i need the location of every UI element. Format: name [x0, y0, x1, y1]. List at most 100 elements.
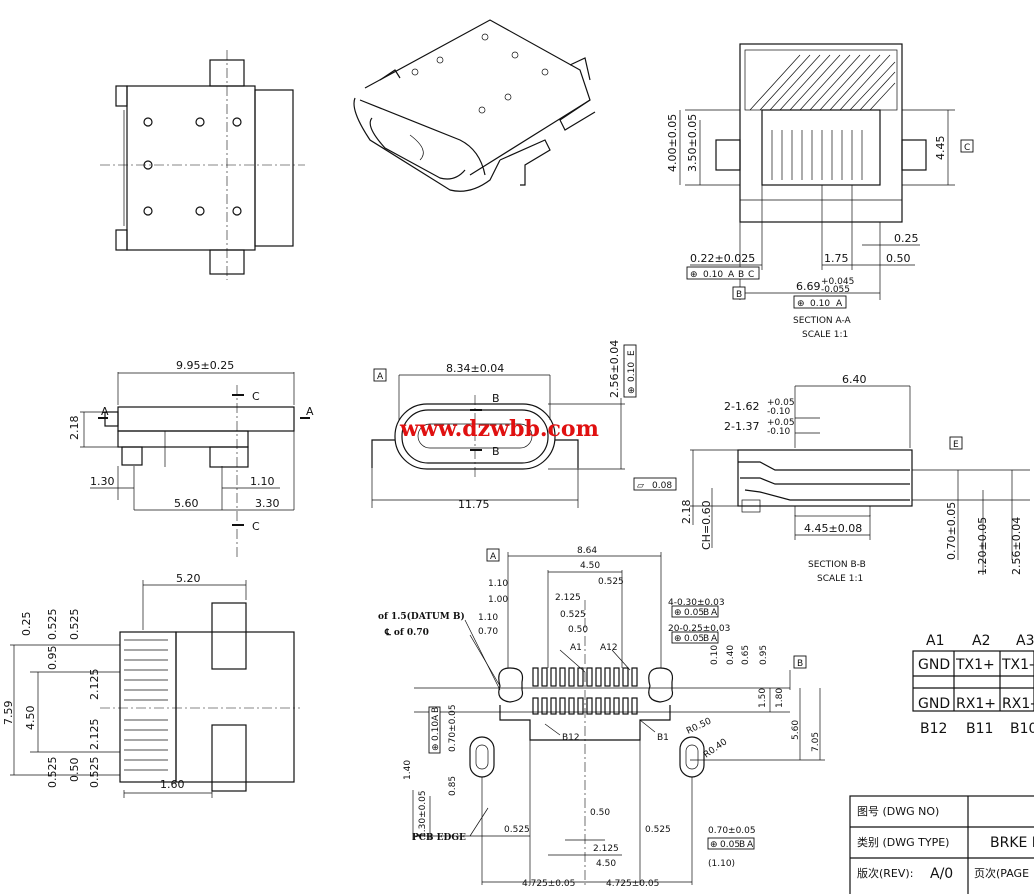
dim-3-30: 3.30 [255, 497, 280, 510]
datum-note-1: of 1.5(DATUM B) [378, 611, 465, 622]
dim-p-0-65: 0.65 [741, 645, 751, 665]
section-aa-scale: SCALE 1:1 [802, 330, 848, 340]
pin-table-footer-3: B10 [1010, 721, 1034, 737]
dim-p-1-40: 1.40 [403, 760, 413, 780]
dim-2-56: 2.56±0.04 [608, 340, 621, 398]
fcf-pcb1-d2: A [711, 608, 718, 618]
dim-p-1-10c: (1.10) [708, 859, 735, 869]
pin-table-r1-3: TX1- [1001, 657, 1034, 673]
dim-p-4-50b: 4.50 [596, 859, 616, 869]
datum-c-aa: C [964, 143, 970, 153]
dwg-type-value: BRKE D [990, 835, 1034, 851]
fcf-pcb3-box [428, 706, 441, 754]
fcf-pcb4-box [707, 837, 755, 850]
dim-p-4-0-30: 4-0.30±0.03 [668, 598, 725, 608]
dim-11-75: 11.75 [458, 498, 490, 511]
datum-a-pcb: A [490, 552, 497, 562]
dim-4-45: 4.45 [934, 136, 947, 161]
pin-table-r1-1: GND [918, 657, 950, 673]
dim-0-22: 0.22±0.025 [690, 252, 755, 265]
side-view-bottom [10, 580, 300, 798]
dim-8-34: 8.34±0.04 [446, 362, 504, 375]
fcf-pcb2-d1: B [703, 634, 709, 644]
dim-p-1-00: 1.00 [488, 595, 508, 605]
pin-table-header-1: A1 [926, 633, 944, 649]
dim-p-1-10a: 1.10 [488, 579, 508, 589]
rev-label: 版次(REV): [857, 866, 913, 880]
dim-9-95: 9.95±0.25 [176, 359, 234, 372]
dim-4-45-bb: 4.45±0.08 [804, 522, 862, 535]
fcf-aa1-box [686, 266, 760, 280]
dim-6-69-upper: +0.045 [821, 277, 854, 287]
aa-pins [771, 130, 863, 180]
dim-1-75: 1.75 [824, 252, 849, 265]
dim-p-1-50: 1.50 [758, 688, 768, 708]
dim-p-0-525a: 0.525 [598, 577, 624, 587]
datum-note-2: ℄ of 0.70 [384, 627, 429, 638]
pin-table-header-3: A3 [1016, 633, 1034, 649]
pcb-layout [412, 552, 825, 885]
dim-p-r0-50: R0.50 [685, 716, 713, 736]
dim-s-2-125a: 2.125 [88, 669, 101, 701]
dim-2-1-62-upper: +0.05 [767, 398, 795, 408]
fcf-aa1-d1: A [728, 270, 735, 280]
section-bb-scale: SCALE 1:1 [817, 574, 863, 584]
dim-p-0-70: 0.70 [478, 627, 498, 637]
rev-value: A/0 [930, 866, 953, 882]
dim-s-0-25: 0.25 [20, 612, 33, 637]
top-view [100, 50, 305, 280]
dim-s-0-525c: 0.525 [46, 757, 59, 789]
fcf-pcb1-d1: B [703, 608, 709, 618]
dim-p-0-70-v: 0.70±0.05 [448, 704, 458, 752]
pin-table-r2-1: GND [918, 696, 950, 712]
dim-p-0-50a: 0.50 [568, 625, 588, 635]
fcf-pcb3-d2: B [431, 707, 441, 713]
fcf-pcb2-d2: A [711, 634, 718, 644]
fcf-aa2-sym: ⊕ [797, 299, 805, 309]
datum-labels: A A C C B B A B C E A B [101, 139, 974, 669]
fcf-pcb4-sym: ⊕ [710, 840, 718, 850]
datum-e-bb-box [949, 436, 963, 450]
section-aa-title: SECTION A-A [793, 316, 852, 326]
dimension-text: 9.95±0.25 2.18 1.30 1.10 5.60 3.30 8.34±… [2, 114, 1023, 889]
dwg-no-label: 图号 (DWG NO) [857, 805, 939, 818]
datum-b-pcb-box [793, 655, 807, 669]
dim-bb-2-18: 2.18 [680, 500, 693, 525]
dim-s-0-95: 0.95 [46, 646, 59, 671]
fcf-aa1-d3: C [748, 270, 754, 280]
dim-1-20: 1.20±0.05 [976, 517, 989, 575]
dim-p-0-525c: 0.525 [504, 825, 530, 835]
datum-a-pcb-box [486, 548, 500, 562]
dim-2-1-37: 2-1.37 [724, 420, 759, 433]
fcf-pcb1-sym: ⊕ [674, 608, 682, 618]
datum-c-aa-box [960, 139, 974, 153]
datum-b-aa: B [736, 290, 742, 300]
dim-6-69: 6.69 [796, 280, 821, 293]
fcf-pcb1-box [671, 605, 719, 618]
pcb-pads-top [532, 667, 638, 687]
isometric-view [353, 19, 596, 192]
fcf-front-box [623, 344, 637, 398]
pin-table-r2-3: RX1- [1002, 696, 1034, 712]
pin-table-r1-2: TX1+ [955, 657, 995, 673]
dim-6-69-lower: -0.055 [821, 285, 850, 295]
fcf-pcb3-tol: 0.10 [431, 721, 441, 741]
side-view-left [80, 372, 310, 560]
dim-p-0-50b: 0.50 [590, 808, 610, 818]
dim-2-1-62-lower: -0.10 [767, 407, 791, 417]
dim-1-10: 1.10 [250, 475, 275, 488]
section-mark-b-bottom: B [492, 445, 500, 458]
title-block: 图号 (DWG NO) 类别 (DWG TYPE) BRKE D 版次(REV)… [849, 795, 1034, 894]
dim-2-1-37-lower: -0.10 [767, 427, 791, 437]
pin-table: A1 A2 A3 GND TX1+ TX1- GND RX1+ RX1- B12… [912, 633, 1034, 737]
dim-2-18: 2.18 [68, 416, 81, 441]
dim-0-25: 0.25 [894, 232, 919, 245]
fcf-aa1-d2: B [738, 270, 744, 280]
dim-p-0-70-h: 0.70±0.05 [708, 826, 756, 836]
datum-b-aa-box [732, 286, 746, 300]
section-mark-c-top: C [252, 390, 260, 403]
dim-p-2-125a: 2.125 [555, 593, 581, 603]
flatness-tol: 0.08 [652, 481, 672, 491]
fcf-pcb2-box [671, 631, 719, 644]
